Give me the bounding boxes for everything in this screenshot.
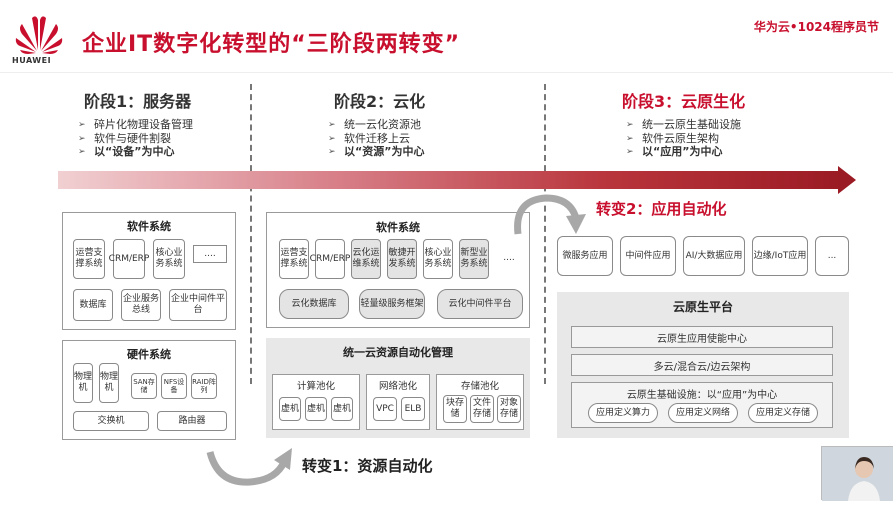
- stage-2-bullet: 以“资源”为中心: [328, 145, 424, 159]
- platform-box: 云化数据库: [279, 289, 349, 319]
- timeline-arrow-head: [838, 166, 856, 194]
- panel-title: 软件系统: [127, 220, 171, 233]
- app-box: 中间件应用: [620, 236, 676, 276]
- server-box: 物理机: [99, 363, 119, 403]
- more-box: ....: [495, 249, 523, 267]
- stage-3-bullets: 统一云原生基础设施 软件云原生架构 以“应用”为中心: [626, 118, 741, 159]
- vm-box: 虚机: [331, 397, 353, 421]
- platform-box: 云化中间件平台: [437, 289, 523, 319]
- storage-pool-panel: 存储池化 块存储 文件存储 对象存储: [436, 374, 524, 430]
- system-box: 核心业务系统: [423, 239, 453, 279]
- stage-2-bullet: 软件迁移上云: [328, 132, 424, 146]
- header-divider: [0, 72, 893, 73]
- logo-text: HUAWEI: [12, 56, 52, 65]
- panel-title: 软件系统: [376, 221, 420, 234]
- vm-box: 虚机: [279, 397, 301, 421]
- stage-2-bullets: 统一云化资源池 软件迁移上云 以“资源”为中心: [328, 118, 424, 159]
- stage-2-resource-panel: 统一云资源自动化管理 计算池化 虚机 虚机 虚机 网络池化 VPC ELB 存储…: [266, 338, 530, 438]
- pool-title: 存储池化: [460, 381, 499, 392]
- system-box: 企业中间件平台: [169, 289, 227, 321]
- platform-box: 轻量级服务框架: [359, 289, 425, 319]
- system-box: 企业服务总线: [121, 289, 161, 321]
- stage-3-bullet: 以“应用”为中心: [626, 145, 741, 159]
- system-box: 核心业务系统: [153, 239, 185, 279]
- huawei-logo-icon: [15, 16, 63, 54]
- stage-1-software-panel: 软件系统 运营支撑系统 CRM/ERP 核心业务系统 .... 数据库 企业服务…: [62, 212, 236, 330]
- system-box: 运营支撑系统: [279, 239, 309, 279]
- storage-box: 对象存储: [497, 395, 521, 423]
- panel-title: 云原生平台: [672, 300, 733, 314]
- curved-arrow-icon: [514, 194, 586, 235]
- network-pool-panel: 网络池化 VPC ELB: [366, 374, 430, 430]
- system-box: 新型业务系统: [459, 239, 489, 279]
- stage-2-title: 阶段2：云化: [334, 92, 426, 111]
- stage-1-hardware-panel: 硬件系统 物理机 物理机 SAN存储 NFS设备 RAID阵列 交换机 路由器: [62, 340, 236, 440]
- stage-divider-2: [544, 84, 546, 384]
- system-box: 运营支撑系统: [73, 239, 105, 279]
- pool-title: 网络池化: [378, 381, 417, 392]
- stage-3-bullet: 统一云原生基础设施: [626, 118, 741, 132]
- system-box: 敏捷开发系统: [387, 239, 417, 279]
- cloud-native-platform-panel: 云原生平台 云原生应用使能中心 多云/混合云/边云架构 云原生基础设施：以“应用…: [557, 292, 849, 438]
- more-box: ...: [815, 236, 849, 276]
- system-box: 云化运维系统: [351, 239, 381, 279]
- system-box: CRM/ERP: [310, 239, 350, 279]
- panel-title: 统一云资源自动化管理: [343, 346, 453, 359]
- vm-box: 虚机: [305, 397, 327, 421]
- network-box: VPC: [373, 397, 397, 421]
- panel-title: 硬件系统: [127, 348, 171, 361]
- stage-1-bullet: 软件与硬件割裂: [78, 132, 193, 146]
- network-box: ELB: [401, 397, 425, 421]
- app-box: AI/大数据应用: [683, 236, 745, 276]
- transition-1-label: 转变1：资源自动化: [302, 457, 433, 475]
- storage-box: 块存储: [443, 395, 467, 423]
- platform-bar: 云原生应用使能中心: [571, 326, 833, 348]
- brand-label: 华为云•1024程序员节: [753, 20, 879, 34]
- presenter-video: [821, 446, 893, 501]
- transition-2-label: 转变2：应用自动化: [596, 200, 727, 218]
- stage-divider-1: [250, 84, 252, 384]
- presenter-avatar-icon: [822, 447, 893, 501]
- infra-title: 云原生基础设施：以“应用”为中心: [626, 390, 778, 401]
- compute-pool-panel: 计算池化 虚机 虚机 虚机: [272, 374, 360, 430]
- stage-1-bullets: 碎片化物理设备管理 软件与硬件割裂 以“设备”为中心: [78, 118, 193, 159]
- platform-bar: 多云/混合云/边云架构: [571, 354, 833, 376]
- stage-2-bullet: 统一云化资源池: [328, 118, 424, 132]
- storage-box: SAN存储: [131, 373, 157, 399]
- app-box: 边缘/IoT应用: [752, 236, 808, 276]
- system-box: CRM/ERP: [109, 239, 149, 279]
- pool-title: 计算池化: [296, 381, 335, 392]
- more-box: ....: [193, 245, 227, 263]
- timeline-arrow-bar: [58, 171, 842, 189]
- stage-1-title: 阶段1：服务器: [84, 92, 192, 111]
- app-box: 微服务应用: [557, 236, 613, 276]
- stage-1-bullet: 以“设备”为中心: [78, 145, 193, 159]
- storage-box: RAID阵列: [191, 373, 217, 399]
- curved-arrow-icon: [206, 448, 292, 486]
- stage-3-bullet: 软件云原生架构: [626, 132, 741, 146]
- stage-2-software-panel: 软件系统 运营支撑系统 CRM/ERP 云化运维系统 敏捷开发系统 核心业务系统…: [266, 212, 530, 328]
- infra-item: 应用定义算力: [588, 403, 658, 423]
- storage-box: 文件存储: [470, 395, 494, 423]
- infra-item: 应用定义存储: [748, 403, 818, 423]
- page-title: 企业IT数字化转型的“三阶段两转变”: [82, 32, 461, 57]
- system-box: 数据库: [73, 289, 113, 321]
- server-box: 物理机: [73, 363, 93, 403]
- network-box: 交换机: [73, 411, 149, 431]
- stage-3-title: 阶段3：云原生化: [622, 92, 746, 111]
- storage-box: NFS设备: [161, 373, 187, 399]
- network-box: 路由器: [157, 411, 227, 431]
- infra-item: 应用定义网络: [668, 403, 738, 423]
- stage-1-bullet: 碎片化物理设备管理: [78, 118, 193, 132]
- infra-panel: 云原生基础设施：以“应用”为中心 应用定义算力 应用定义网络 应用定义存储: [571, 382, 833, 428]
